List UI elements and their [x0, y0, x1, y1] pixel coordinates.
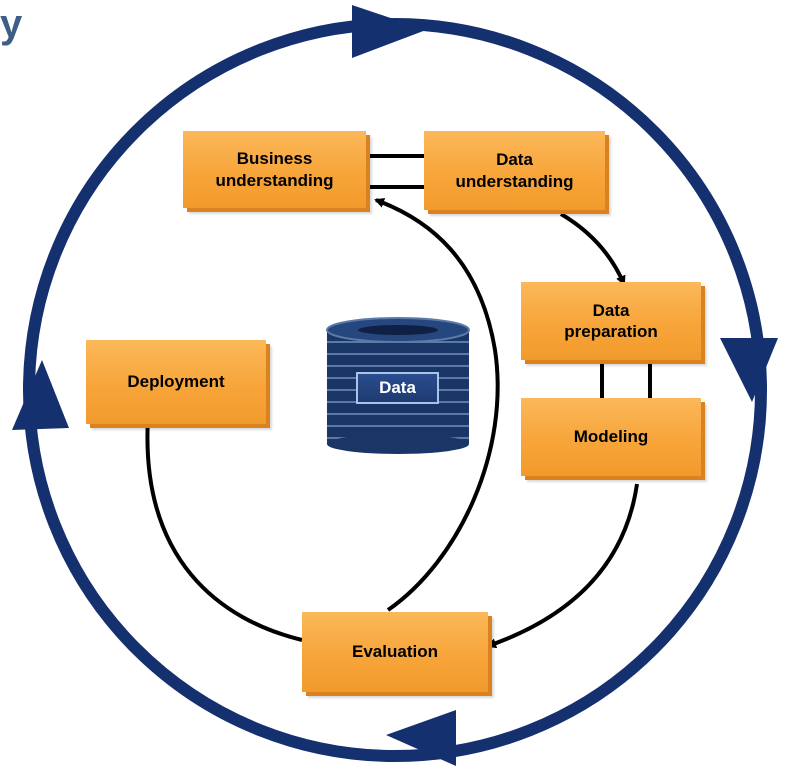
phase-label-line: understanding	[455, 171, 574, 191]
phase-evaluation: Evaluation	[302, 612, 488, 692]
cycle-arrowhead-top	[352, 5, 426, 58]
cycle-arrowhead-left	[12, 360, 69, 430]
arrow-evaluation-to-deployment	[142, 416, 303, 642]
cycle-arrowhead-bottom	[386, 710, 456, 766]
phase-label-line: Data	[496, 150, 533, 170]
phase-label-line: understanding	[215, 170, 334, 190]
phase-label-line: Evaluation	[352, 642, 438, 662]
phase-data-preparation: Data preparation	[521, 282, 701, 360]
phase-modeling: Modeling	[521, 398, 701, 476]
arrow-modeling-to-evaluation	[486, 483, 639, 649]
phase-data-understanding: Data understanding	[424, 131, 605, 210]
database-label: Data	[356, 372, 439, 404]
arrow-evaluation-to-business	[374, 198, 500, 612]
phase-deployment: Deployment	[86, 340, 266, 424]
arrow-data-understanding-to-preparation	[559, 212, 626, 286]
phase-label-line: Modeling	[573, 427, 649, 447]
phase-label-line: Data	[592, 300, 630, 320]
phase-label-line: preparation	[564, 322, 658, 341]
phase-label-line: Deployment	[127, 372, 225, 392]
heading-fragment: y	[0, 2, 23, 46]
phase-business-understanding: Business understanding	[183, 131, 366, 208]
phase-label-line: Business	[236, 149, 313, 169]
cycle-arrowhead-right	[720, 338, 778, 402]
